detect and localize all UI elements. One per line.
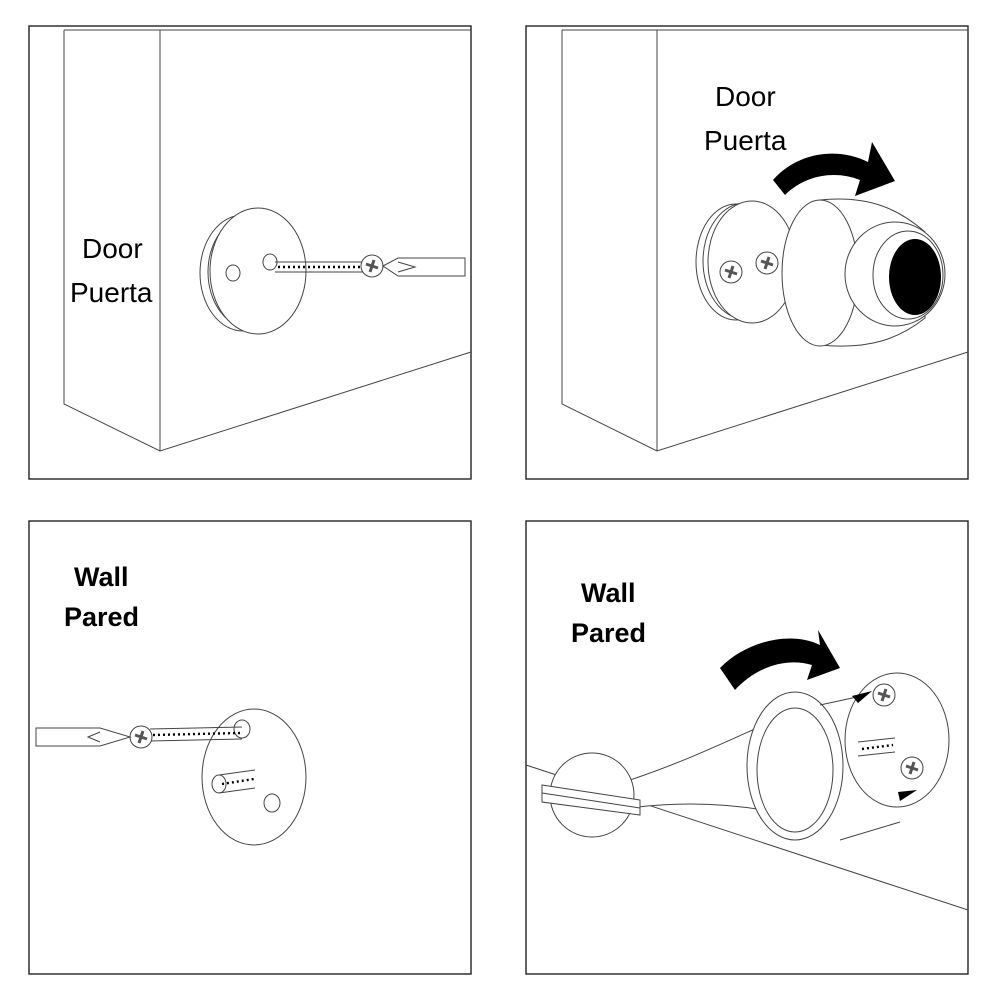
rotate-arrow-icon: [773, 142, 895, 196]
door-illustration: [63, 29, 472, 452]
label-pared: Pared: [571, 618, 646, 648]
label-pared: Pared: [64, 602, 139, 632]
door-stopper-body: [541, 691, 844, 841]
label-door: Door: [715, 81, 776, 112]
screw: [275, 253, 385, 279]
screwdriver-icon: [382, 257, 466, 277]
panel-wall-screw-base: Wall Pared: [28, 520, 472, 975]
panel-wall-attach-stopper: Wall Pared: [525, 520, 969, 975]
screw: [128, 724, 243, 750]
label-puerta: Puerta: [70, 277, 153, 308]
stopper-base-plate: [201, 708, 307, 846]
label-door: Door: [82, 233, 143, 264]
label-wall: Wall: [74, 562, 129, 592]
stopper-base-plate: [819, 672, 950, 841]
label-puerta: Puerta: [704, 125, 787, 156]
panel-door-attach-stopper: Door Puerta: [525, 25, 969, 480]
label-wall: Wall: [581, 578, 636, 608]
stopper-base-plate: [695, 200, 797, 324]
door-illustration: [561, 29, 969, 452]
rotate-arrow-icon: [720, 630, 840, 690]
panel-door-screw-base: Door Puerta: [28, 25, 472, 480]
screwdriver-icon: [35, 727, 132, 747]
door-stopper-body: [781, 198, 946, 347]
rubber-tip: [889, 239, 941, 315]
